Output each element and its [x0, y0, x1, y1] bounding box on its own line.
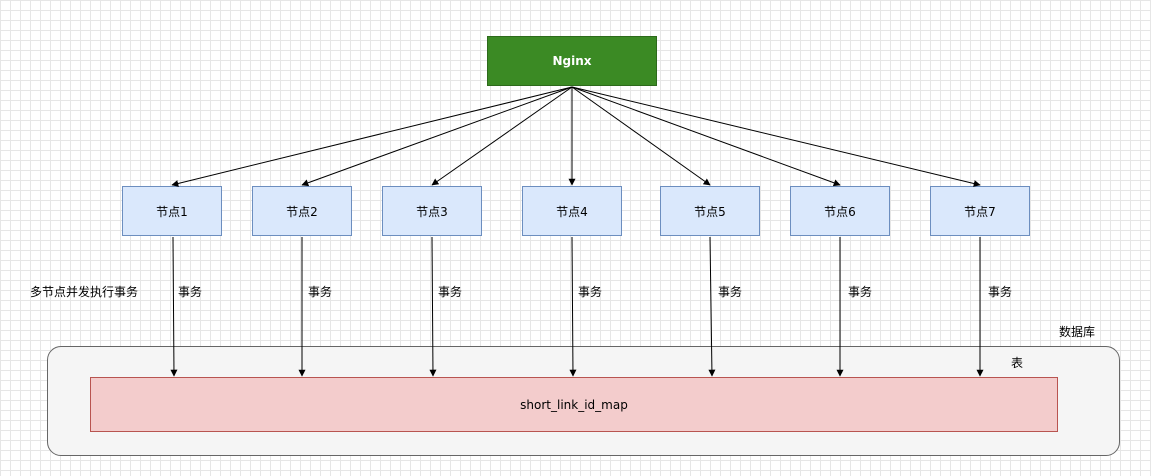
node-label: 节点3: [416, 204, 448, 219]
table-short-link-id-map: short_link_id_map: [90, 377, 1058, 432]
table-name-label: short_link_id_map: [520, 397, 628, 412]
node-label: 节点5: [694, 204, 726, 219]
node-3: 节点3: [382, 186, 482, 236]
node-2: 节点2: [252, 186, 352, 236]
node-label: 节点7: [964, 204, 996, 219]
edge-nginx-node-2: [301, 86, 573, 187]
edge-nginx-node-7: [571, 86, 981, 187]
transaction-label-5: 事务: [718, 285, 743, 299]
node-7: 节点7: [930, 186, 1030, 236]
transaction-label-1: 事务: [178, 285, 203, 299]
node-4: 节点4: [522, 186, 622, 236]
edge-node-4-table: [569, 236, 577, 377]
node-5: 节点5: [660, 186, 760, 236]
edge-node-5-table: [708, 236, 716, 377]
transaction-label-2: 事务: [308, 285, 333, 299]
edge-node-1-table: [170, 236, 178, 377]
nginx-label: Nginx: [552, 54, 592, 68]
transaction-label-3: 事务: [438, 285, 463, 299]
node-label: 节点6: [824, 204, 856, 219]
concurrent-note: 多节点并发执行事务: [30, 285, 139, 299]
transaction-label-4: 事务: [578, 285, 603, 299]
node-label: 节点1: [156, 204, 188, 219]
edge-nginx-node-1: [171, 86, 573, 187]
transaction-label-6: 事务: [848, 285, 873, 299]
transaction-label-7: 事务: [988, 285, 1013, 299]
nginx-box: Nginx: [487, 36, 657, 86]
edge-nginx-node-3: [431, 86, 573, 186]
database-label: 数据库: [1059, 325, 1096, 339]
edge-nginx-node-6: [571, 86, 841, 187]
table-caption-label: 表: [1011, 356, 1024, 370]
node-label: 节点2: [286, 204, 318, 219]
edge-nginx-node-5: [571, 86, 711, 186]
node-6: 节点6: [790, 186, 890, 236]
node-label: 节点4: [556, 204, 588, 219]
edge-node-3-table: [429, 236, 437, 377]
